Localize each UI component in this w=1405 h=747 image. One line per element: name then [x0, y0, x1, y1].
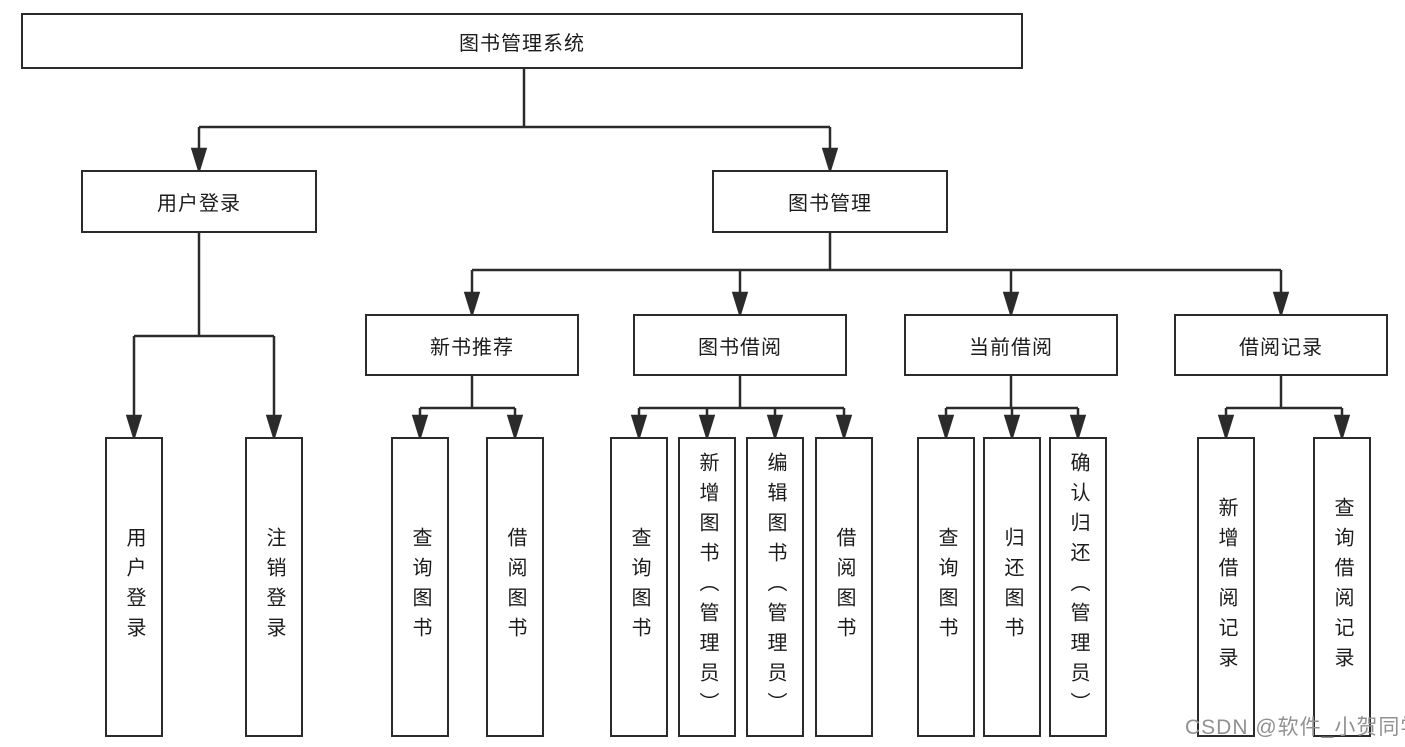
- leaf-current-confirm-admin: 确认归还（管理员）: [1049, 437, 1107, 737]
- leaf-current-confirm-admin-label: 确认归还（管理员）: [1067, 452, 1089, 722]
- leaf-new-books-query-label: 查询图书: [409, 527, 431, 647]
- leaf-logout: 注销登录: [245, 437, 303, 737]
- node-new-books-label: 新书推荐: [430, 336, 514, 359]
- leaf-borrow-edit-admin: 编辑图书（管理员）: [746, 437, 804, 737]
- leaf-borrow-edit-admin-label: 编辑图书（管理员）: [764, 452, 786, 722]
- leaf-records-query: 查询借阅记录: [1313, 437, 1371, 737]
- leaf-borrow-add-admin: 新增图书（管理员）: [678, 437, 736, 737]
- leaf-current-query-label: 查询图书: [935, 527, 957, 647]
- leaf-new-books-query: 查询图书: [391, 437, 449, 737]
- leaf-records-add: 新增借阅记录: [1197, 437, 1255, 737]
- leaf-current-return: 归还图书: [983, 437, 1041, 737]
- leaf-new-books-borrow-label: 借阅图书: [504, 527, 526, 647]
- node-borrow-records-label: 借阅记录: [1239, 336, 1323, 359]
- leaf-borrow-add-admin-label: 新增图书（管理员）: [696, 452, 718, 722]
- leaf-logout-label: 注销登录: [263, 527, 285, 647]
- csdn-watermark: CSDN @软件_小贺同学: [1185, 716, 1405, 739]
- leaf-borrow-query-label: 查询图书: [628, 527, 650, 647]
- node-book-mgmt: 图书管理: [712, 170, 948, 233]
- leaf-current-query: 查询图书: [917, 437, 975, 737]
- node-book-borrow: 图书借阅: [633, 314, 847, 376]
- leaf-borrow-borrow: 借阅图书: [815, 437, 873, 737]
- node-user-login: 用户登录: [81, 170, 317, 233]
- leaf-user-login-label: 用户登录: [123, 527, 145, 647]
- leaf-user-login: 用户登录: [105, 437, 163, 737]
- node-current-borrow-label: 当前借阅: [969, 336, 1053, 359]
- leaf-records-add-label: 新增借阅记录: [1215, 497, 1237, 677]
- node-root: 图书管理系统: [21, 13, 1023, 69]
- leaf-borrow-query: 查询图书: [610, 437, 668, 737]
- node-new-books: 新书推荐: [365, 314, 579, 376]
- leaf-records-query-label: 查询借阅记录: [1331, 497, 1353, 677]
- node-root-label: 图书管理系统: [459, 32, 585, 55]
- node-user-login-label: 用户登录: [157, 193, 241, 215]
- leaf-current-return-label: 归还图书: [1001, 527, 1023, 647]
- node-book-borrow-label: 图书借阅: [698, 336, 782, 359]
- node-current-borrow: 当前借阅: [904, 314, 1118, 376]
- node-borrow-records: 借阅记录: [1174, 314, 1388, 376]
- leaf-new-books-borrow: 借阅图书: [486, 437, 544, 737]
- leaf-borrow-borrow-label: 借阅图书: [833, 527, 855, 647]
- node-book-mgmt-label: 图书管理: [788, 193, 872, 215]
